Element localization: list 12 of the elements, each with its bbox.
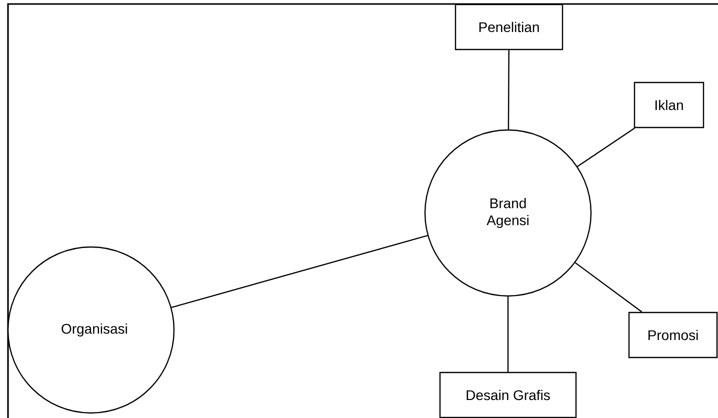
connector-line [577,128,635,167]
text-box: Iklan [634,82,704,128]
connector-line [171,235,428,308]
text-box: Penelitian [454,4,564,50]
circle-node: Brand Agensi [424,129,592,297]
text-box: Promosi [628,312,718,358]
circle-node: Organisasi [7,246,175,414]
connector-line [508,50,510,130]
node-label: Organisasi [62,323,127,337]
connector-line [574,262,642,312]
connector-line [507,296,509,372]
text-box: Desain Grafis [439,372,577,418]
